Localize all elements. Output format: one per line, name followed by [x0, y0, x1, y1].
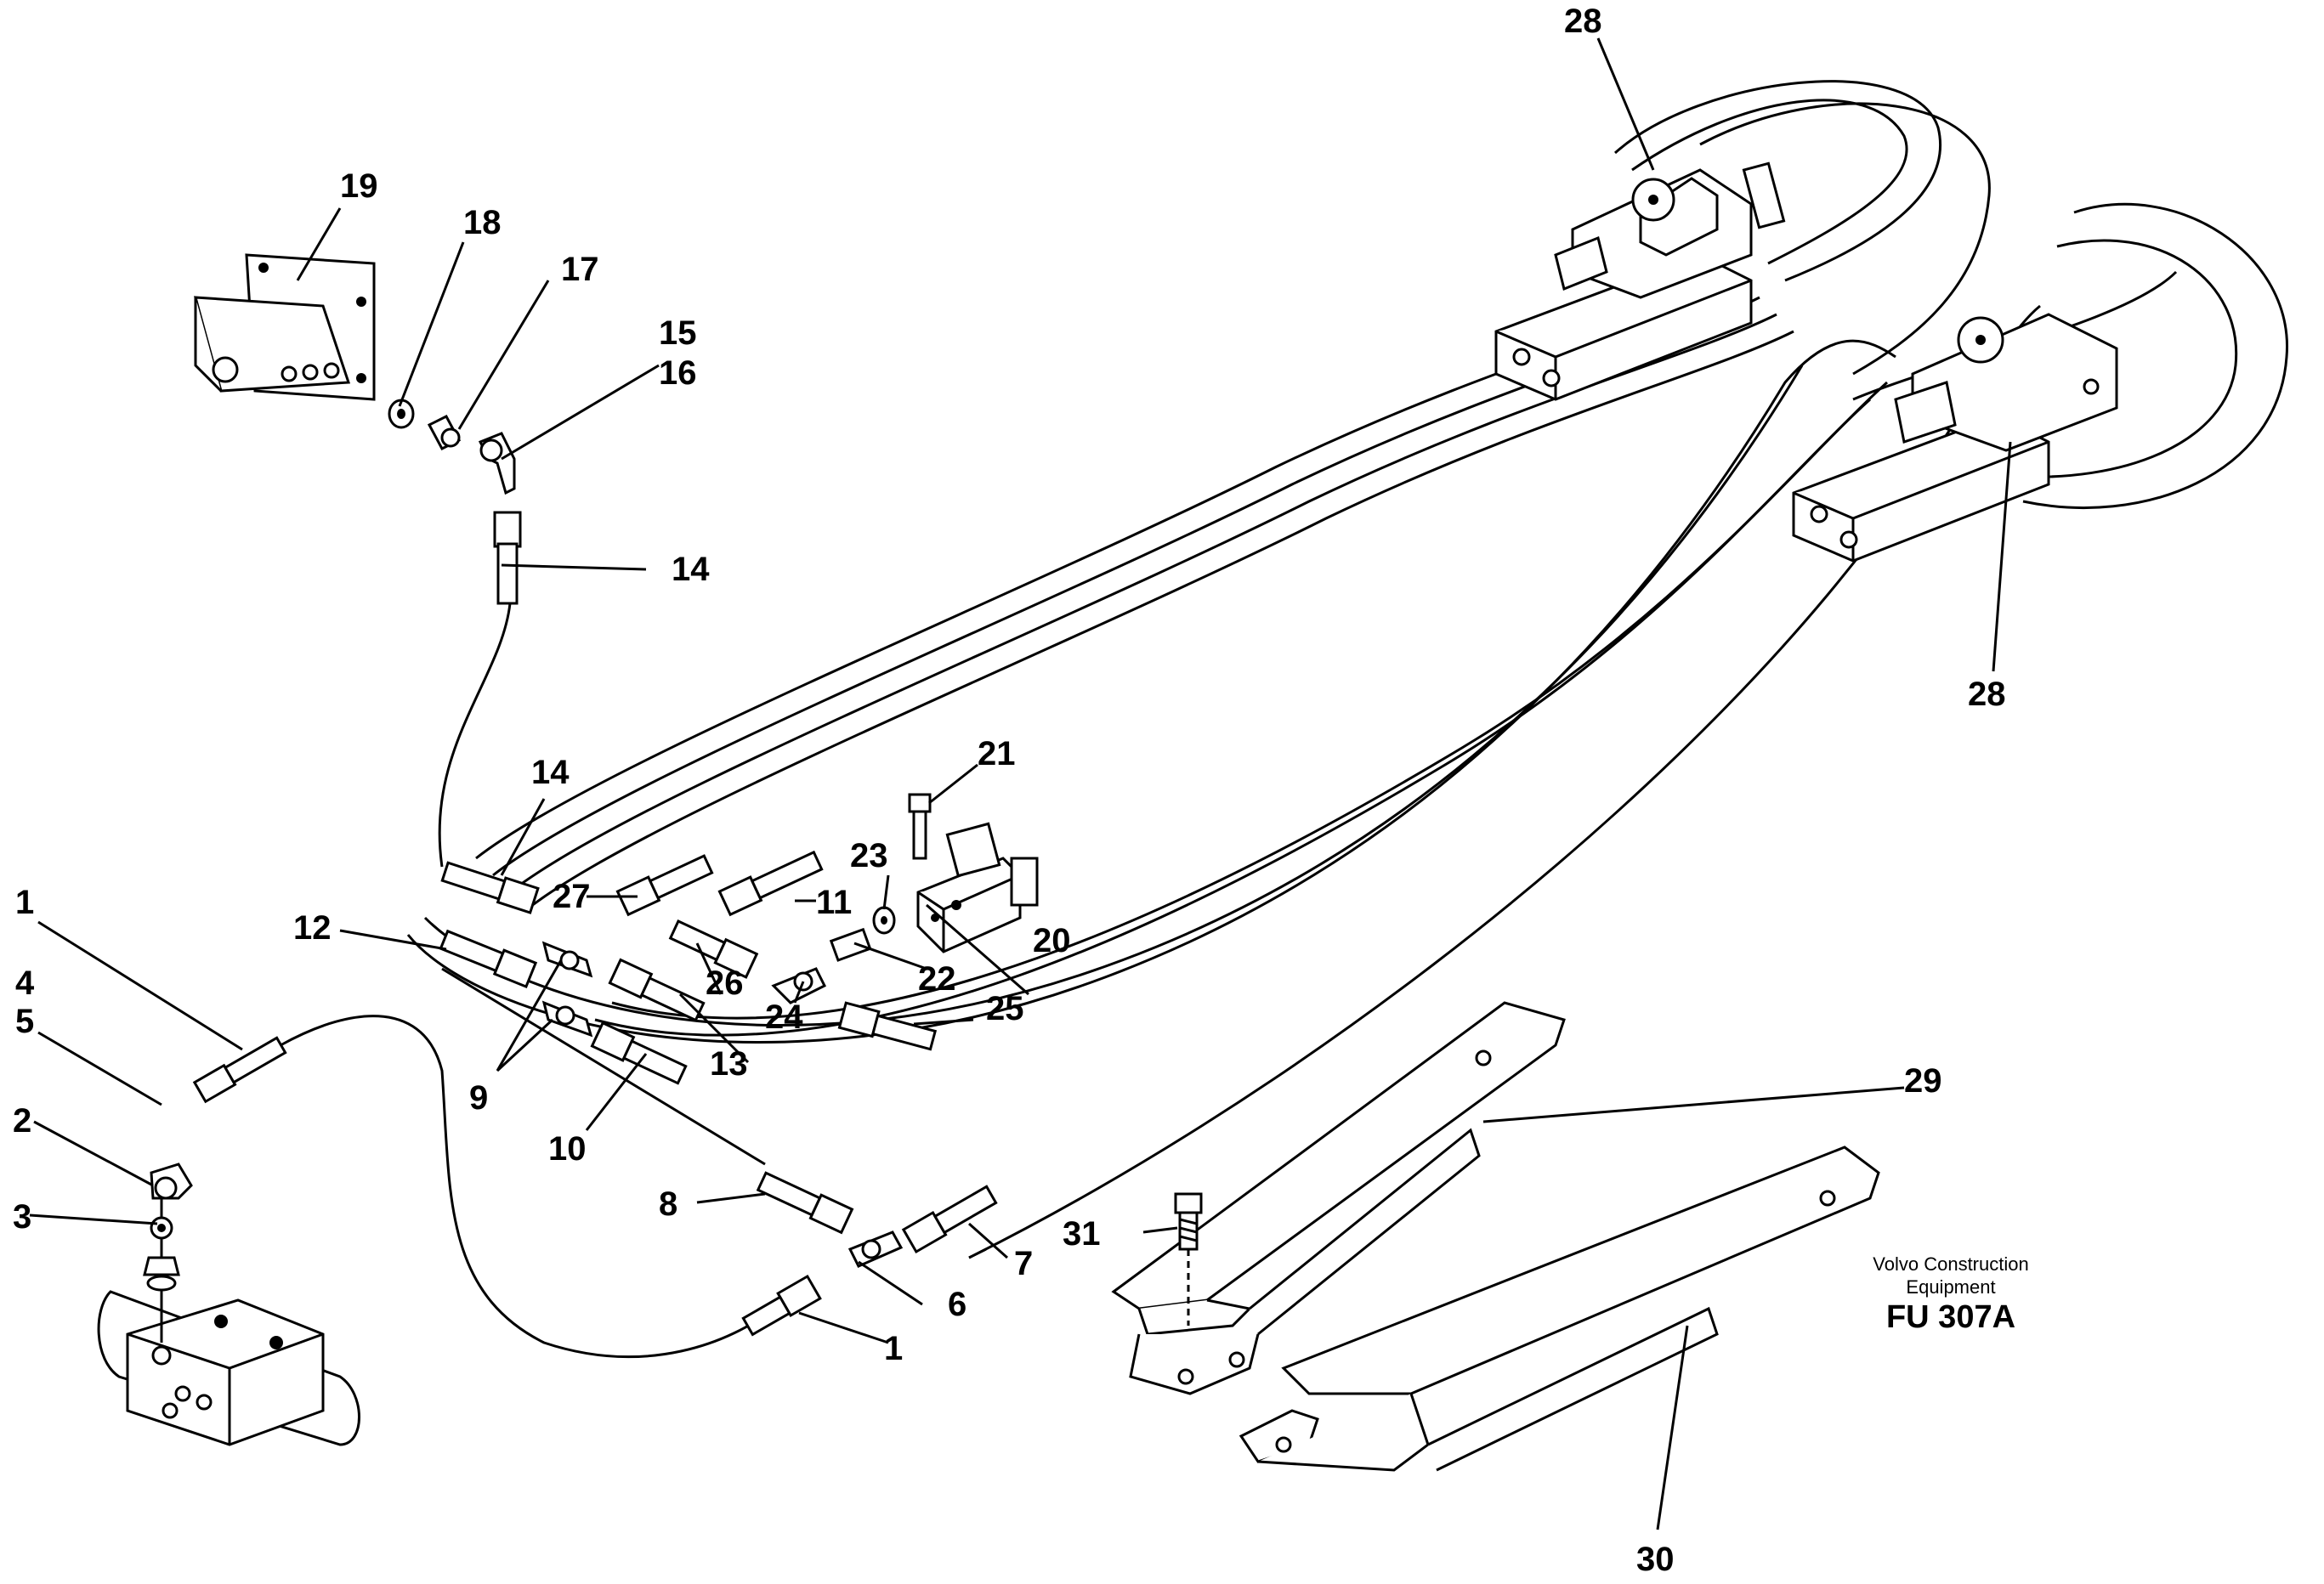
callout-1-lower: 1	[884, 1330, 903, 1367]
hose-end-14-top	[493, 511, 522, 605]
callout-12: 12	[293, 909, 332, 947]
callout-11: 11	[816, 884, 852, 921]
nipple-17	[427, 415, 462, 450]
callout-17: 17	[561, 251, 599, 288]
callout-21: 21	[978, 735, 1016, 772]
control-valve-28-lower	[1792, 313, 2118, 563]
pilot-valve-19	[193, 253, 376, 401]
bracket-30	[1239, 1146, 1880, 1472]
callout-numbers: 1 4 5 2 3 19 18 17 15 16 14 14 27 12 11 …	[13, 3, 2006, 1578]
callout-8: 8	[659, 1185, 677, 1223]
callout-18: 18	[463, 204, 502, 241]
hose-bundle	[280, 80, 2288, 1359]
callout-24: 24	[765, 998, 803, 1036]
callout-28-right: 28	[1968, 676, 2006, 713]
callout-15: 15	[659, 314, 697, 352]
callout-23: 23	[850, 837, 888, 874]
control-valve-28-upper	[1494, 161, 1786, 401]
callout-27: 27	[553, 878, 591, 915]
callout-16: 16	[659, 354, 697, 392]
valve-block-bottom-left	[97, 1290, 360, 1446]
bolt-31	[1174, 1192, 1203, 1326]
callout-28-top: 28	[1564, 3, 1602, 40]
leader-lines	[29, 37, 2012, 1530]
callout-22: 22	[918, 960, 956, 998]
caption-code: FU 307A	[1886, 1299, 2015, 1335]
callout-6: 6	[948, 1286, 966, 1323]
fittings-2-3-4-5	[143, 1163, 193, 1343]
caption-company: Volvo Construction	[1873, 1253, 2028, 1275]
callout-31: 31	[1063, 1215, 1101, 1253]
bracket-29	[1111, 1001, 1566, 1395]
callout-3: 3	[13, 1198, 31, 1236]
callout-30: 30	[1636, 1541, 1675, 1578]
hose-fittings-cluster	[192, 850, 998, 1337]
callout-7: 7	[1014, 1245, 1033, 1282]
solenoid-valve-20	[916, 822, 1039, 953]
callout-10: 10	[548, 1130, 587, 1168]
callout-25: 25	[986, 990, 1024, 1027]
washer-23	[872, 906, 896, 935]
callout-14-mid: 14	[531, 754, 570, 791]
callout-5: 5	[15, 1003, 34, 1040]
callout-20: 20	[1033, 922, 1071, 959]
drawing-caption: Volvo Construction Equipment FU 307A	[1873, 1253, 2028, 1335]
caption-company-line2: Equipment	[1906, 1276, 1995, 1298]
callout-9: 9	[469, 1079, 488, 1117]
callout-13: 13	[710, 1045, 748, 1083]
callout-29: 29	[1904, 1062, 1942, 1100]
callout-1-upper: 1	[15, 884, 34, 921]
callout-4: 4	[15, 965, 35, 1002]
callout-26: 26	[706, 965, 744, 1002]
elbow-15-16	[478, 432, 516, 495]
callout-19: 19	[340, 167, 378, 205]
bolt-21	[908, 793, 932, 860]
callout-14-top: 14	[672, 551, 710, 588]
callout-2: 2	[13, 1102, 31, 1140]
